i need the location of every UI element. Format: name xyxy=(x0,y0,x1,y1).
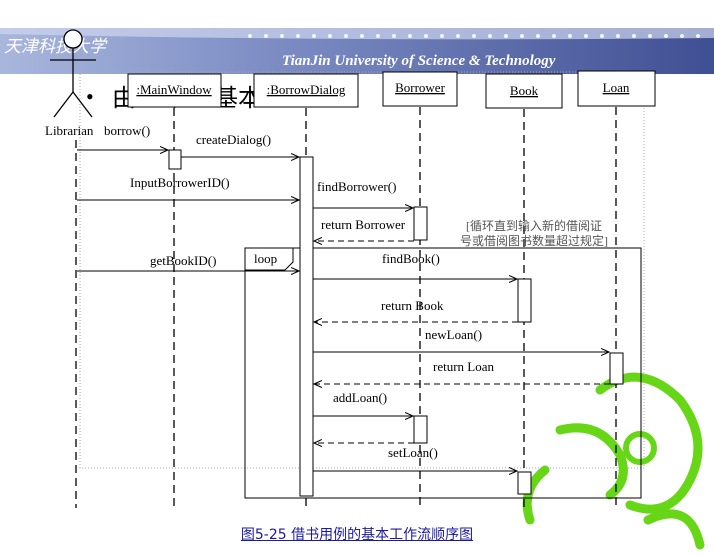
lifeline-lines xyxy=(75,107,617,508)
slide-frame xyxy=(79,71,645,469)
loop-label: loop xyxy=(254,251,277,266)
banner: 天津科技大学 TianJin University of Science & T… xyxy=(0,28,714,74)
banner-school-cn: 天津科技大学 xyxy=(4,37,108,56)
lifeline-mainwindow-label: :MainWindow xyxy=(136,82,212,97)
msg-createdialog-label: createDialog() xyxy=(196,132,271,147)
msg-inputborrowerid-label: InputBorrowerID() xyxy=(130,175,230,190)
banner-school-en: TianJin University of Science & Technolo… xyxy=(282,53,556,69)
slide-bullet: • xyxy=(86,84,94,109)
msg-returnloan-label: return Loan xyxy=(433,359,495,374)
figure-caption: 图5-25 借书用例的基本工作流顺序图 xyxy=(240,527,474,543)
actor-label: Librarian xyxy=(45,123,94,138)
msg-newloan-label: newLoan() xyxy=(425,327,482,342)
actor-librarian xyxy=(50,29,96,118)
msg-addloan-label: addLoan() xyxy=(333,390,387,405)
msg-setloan-label: setLoan() xyxy=(388,445,438,460)
messages xyxy=(77,150,610,471)
msg-getbookid-label: getBookID() xyxy=(150,253,216,268)
msg-borrow-label: borrow() xyxy=(104,123,150,138)
swirl-decoration xyxy=(522,372,705,550)
lifeline-book-label: Book xyxy=(510,83,539,98)
lifeline-loan-label: Loan xyxy=(603,80,630,95)
loop-fragment: loop [循环直到输入新的借阅证 号或借阅图书数量超过规定] xyxy=(244,218,642,499)
activation-bars xyxy=(168,149,624,497)
lifeline-borrower-label: Borrower xyxy=(395,80,445,95)
msg-findbook-label: findBook() xyxy=(382,251,440,266)
msg-returnbook-label: return Book xyxy=(381,298,444,313)
loop-guard-line1: [循环直到输入新的借阅证 xyxy=(466,218,602,233)
loop-guard-line2: 号或借阅图书数量超过规定] xyxy=(460,233,608,248)
msg-returnborrower-label: return Borrower xyxy=(321,217,406,232)
msg-findborrower-label: findBorrower() xyxy=(317,179,396,194)
message-labels: borrow() createDialog() InputBorrowerID(… xyxy=(104,123,495,460)
lifeline-borrowdialog-label: :BorrowDialog xyxy=(267,82,346,97)
lifeline-heads: :MainWindow :BorrowDialog Borrower Book … xyxy=(127,70,656,109)
